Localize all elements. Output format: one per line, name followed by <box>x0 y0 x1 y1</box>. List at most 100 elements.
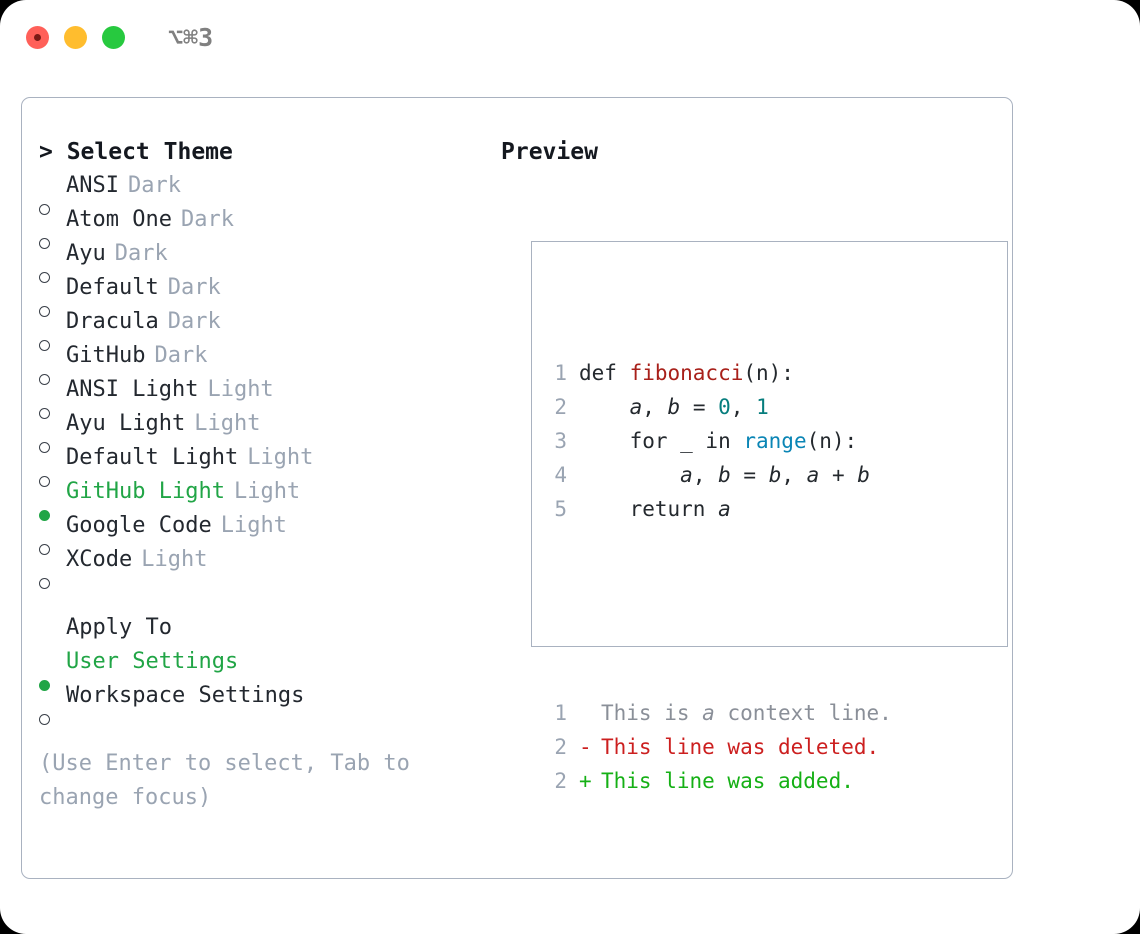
theme-name-label: Google Code <box>66 513 212 538</box>
diff-line-text: This line was added. <box>601 769 854 793</box>
apply-to-option[interactable]: Workspace Settings <box>39 679 479 725</box>
theme-kind-label: Light <box>194 411 261 436</box>
close-window-button[interactable] <box>26 26 49 49</box>
radio-mark <box>39 714 50 725</box>
theme-name-label: Dracula <box>66 309 159 334</box>
theme-name-label: ANSI Light <box>66 377 199 402</box>
radio-mark <box>39 374 50 385</box>
code-token-punc: , <box>781 463 807 487</box>
code-token-punc <box>579 463 680 487</box>
theme-kind-label: Dark <box>127 173 181 198</box>
code-token-kw: def <box>579 361 630 385</box>
theme-list-item[interactable]: ANSI Dark <box>39 169 479 215</box>
code-token-punc: (n): <box>806 429 858 453</box>
radio-mark <box>39 442 50 453</box>
diff-line-number: 1 <box>554 701 567 725</box>
diff-line-context: 1 This is a context line. <box>552 696 892 730</box>
theme-name-label: GitHub <box>66 343 146 368</box>
code-token-kw: return <box>579 497 719 521</box>
list-spacer <box>39 577 479 611</box>
code-line: 2 a, b = 0, 1 <box>552 390 892 424</box>
code-token-punc: + <box>819 463 858 487</box>
code-line: 5 return a <box>552 492 892 526</box>
indent-spacer <box>39 611 66 645</box>
keyboard-hint-text: (Use Enter to select, Tab to change focu… <box>39 751 410 810</box>
code-token-var: a <box>718 497 731 521</box>
theme-name-label: ANSI <box>66 173 119 198</box>
diff-line-text: This is a context line. <box>601 701 892 725</box>
maximize-window-button[interactable] <box>102 26 125 49</box>
apply-to-option[interactable]: User Settings <box>39 645 479 691</box>
diff-line-deleted: 2-This line was deleted. <box>552 730 892 764</box>
code-token-var: b <box>857 463 870 487</box>
radio-mark <box>39 306 50 317</box>
code-line: 3 for _ in range(n): <box>552 424 892 458</box>
radio-mark <box>39 510 50 521</box>
theme-list-item[interactable]: ANSI Light Light <box>39 373 479 419</box>
code-token-punc: , <box>642 395 668 419</box>
radio-mark <box>39 408 50 419</box>
radio-mark <box>39 476 50 487</box>
theme-list-item[interactable]: Default Light Light <box>39 441 479 487</box>
radio-mark <box>39 238 50 249</box>
radio-mark <box>39 544 50 555</box>
code-line-text: def fibonacci(n): <box>579 356 794 390</box>
theme-kind-label: Dark <box>114 241 168 266</box>
radio-mark <box>39 340 50 351</box>
code-token-var: b <box>718 463 731 487</box>
code-blank-line <box>552 594 892 628</box>
theme-kind-label: Light <box>141 547 208 572</box>
code-line-number: 5 <box>554 497 567 521</box>
code-token-punc: , <box>692 463 719 487</box>
theme-name-label: Ayu <box>66 241 106 266</box>
code-token-var: a <box>680 463 693 487</box>
code-line-text: for _ in range(n): <box>579 424 858 458</box>
code-line-text: return a <box>579 492 731 526</box>
diff-line-text: This line was deleted. <box>601 735 880 759</box>
code-token-punc: = <box>730 463 769 487</box>
code-token-num: 1 <box>756 395 769 419</box>
code-token-var: b <box>667 395 681 419</box>
code-line-text: a, b = b, a + b <box>579 458 870 492</box>
theme-name-label: Default Light <box>66 445 239 470</box>
radio-mark <box>39 578 50 589</box>
diff-italic-token: a <box>702 701 715 725</box>
theme-kind-label: Dark <box>180 207 234 232</box>
theme-kind-label: Light <box>207 377 274 402</box>
diff-marker: + <box>579 769 592 793</box>
code-line-text: a, b = 0, 1 <box>579 390 769 424</box>
code-line-number: 3 <box>554 429 567 453</box>
theme-kind-label: Light <box>247 445 314 470</box>
code-token-punc <box>579 395 630 419</box>
minimize-window-button[interactable] <box>64 26 87 49</box>
apply-to-option-label: Workspace Settings <box>66 683 305 708</box>
diff-line-number: 2 <box>554 769 567 793</box>
theme-list-item[interactable]: Dracula Dark <box>39 305 479 351</box>
apply-to-heading-row: Apply To <box>39 611 479 645</box>
theme-kind-label: Dark <box>167 309 221 334</box>
theme-name-label: XCode <box>66 547 133 572</box>
code-token-var: b <box>768 463 782 487</box>
diff-line-number: 2 <box>554 735 567 759</box>
apply-to-heading: Apply To <box>66 615 172 640</box>
code-token-punc: = <box>680 395 719 419</box>
theme-list-item[interactable]: Ayu Dark <box>39 237 479 283</box>
code-token-var: a <box>629 395 643 419</box>
code-token-punc: (n): <box>743 361 794 385</box>
radio-mark <box>39 204 50 215</box>
theme-list-item[interactable]: XCode Light <box>39 543 479 589</box>
